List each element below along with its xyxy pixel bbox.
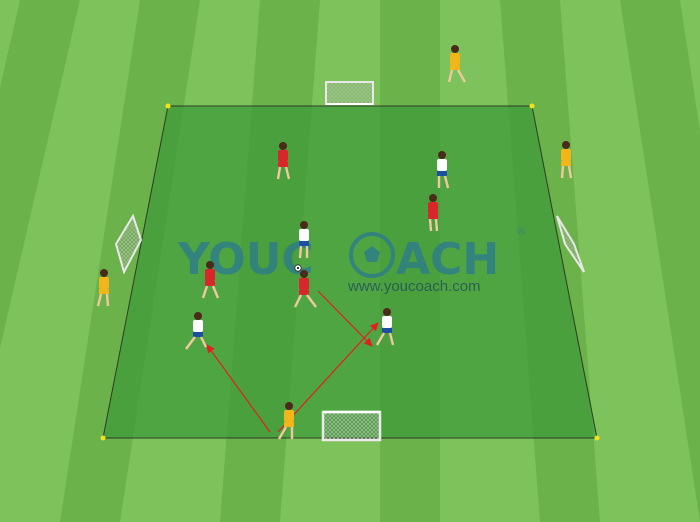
- watermark-brand-left: YOUC: [177, 234, 314, 285]
- player-red: [201, 261, 220, 299]
- player-neutral: [560, 141, 573, 179]
- goal-right: [556, 215, 585, 273]
- player-neutral: [447, 45, 467, 83]
- playing-area: [100, 103, 600, 441]
- player-white: [185, 312, 208, 350]
- pass-arrow: [277, 322, 379, 433]
- movement-arrow: [317, 290, 373, 347]
- player-red: [428, 194, 439, 232]
- watermark: YOUC ACH ® www.youcoach.com: [177, 226, 525, 295]
- registered-mark: ®: [517, 226, 525, 238]
- player-red: [276, 142, 291, 180]
- ball-icon: [294, 264, 302, 272]
- pass-arrow: [206, 344, 271, 433]
- player-red: [293, 270, 317, 308]
- player-neutral: [277, 402, 294, 440]
- watermark-url: www.youcoach.com: [347, 278, 481, 295]
- goal-bottom: [321, 410, 382, 442]
- watermark-brand-right: ACH: [396, 234, 499, 285]
- ball-logo-icon: [349, 232, 395, 278]
- player-white: [375, 308, 395, 346]
- player-white: [437, 151, 450, 189]
- player-neutral: [96, 269, 110, 307]
- goal-left: [114, 213, 143, 275]
- pass-arrows: [206, 290, 379, 433]
- goal-top: [325, 81, 374, 105]
- player-white: [298, 221, 309, 259]
